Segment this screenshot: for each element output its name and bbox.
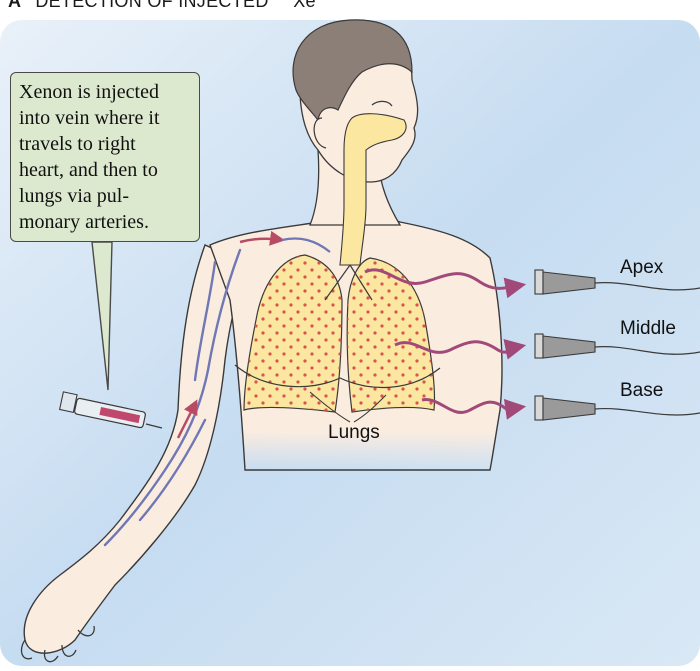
airway: [339, 113, 407, 266]
callout-pointer: [91, 241, 113, 391]
lung-right-dots: [244, 255, 342, 412]
callout-box: Xenon is injected into vein where it tra…: [10, 72, 200, 242]
panel-letter: A: [8, 0, 22, 11]
detector-apex: [534, 269, 700, 295]
figure-title: A DETECTION OF INJECTED 133Xe: [8, 0, 316, 12]
isotope-symbol: Xe: [293, 0, 316, 11]
ear: [313, 117, 327, 149]
arm: [23, 244, 251, 654]
radiation-arrow-base: [421, 398, 527, 420]
lung-left-dots: [347, 258, 435, 412]
radiation-arrow-apex: [364, 268, 527, 299]
radiation-arrow-middle: [394, 339, 527, 360]
callout-line: Xenon is injected: [19, 81, 159, 103]
label-middle: Middle: [620, 318, 676, 339]
hand: [20, 625, 95, 663]
eye: [371, 100, 393, 107]
callout-line: heart, and then to: [19, 159, 158, 181]
detector-middle: [534, 333, 700, 359]
diaphragm: [234, 364, 441, 389]
subclavian-arrow: [239, 230, 285, 246]
title-text: DETECTION OF INJECTED: [35, 0, 269, 11]
vein-flow-arrow: [176, 399, 198, 439]
syringe: [58, 391, 163, 429]
label-lungs: Lungs: [328, 422, 380, 443]
bronchi: [324, 264, 373, 301]
label-apex: Apex: [620, 257, 664, 278]
callout-line: lungs via pul-: [19, 185, 129, 207]
detector-base: [534, 395, 700, 421]
callout-line: monary arteries.: [19, 211, 149, 233]
isotope-mass: 133: [274, 0, 293, 3]
callout-line: travels to right: [19, 133, 136, 155]
subclavian-vein: [281, 237, 331, 253]
lungs-pointer: [309, 391, 387, 423]
label-base: Base: [620, 380, 664, 401]
callout-line: into vein where it: [19, 107, 160, 129]
